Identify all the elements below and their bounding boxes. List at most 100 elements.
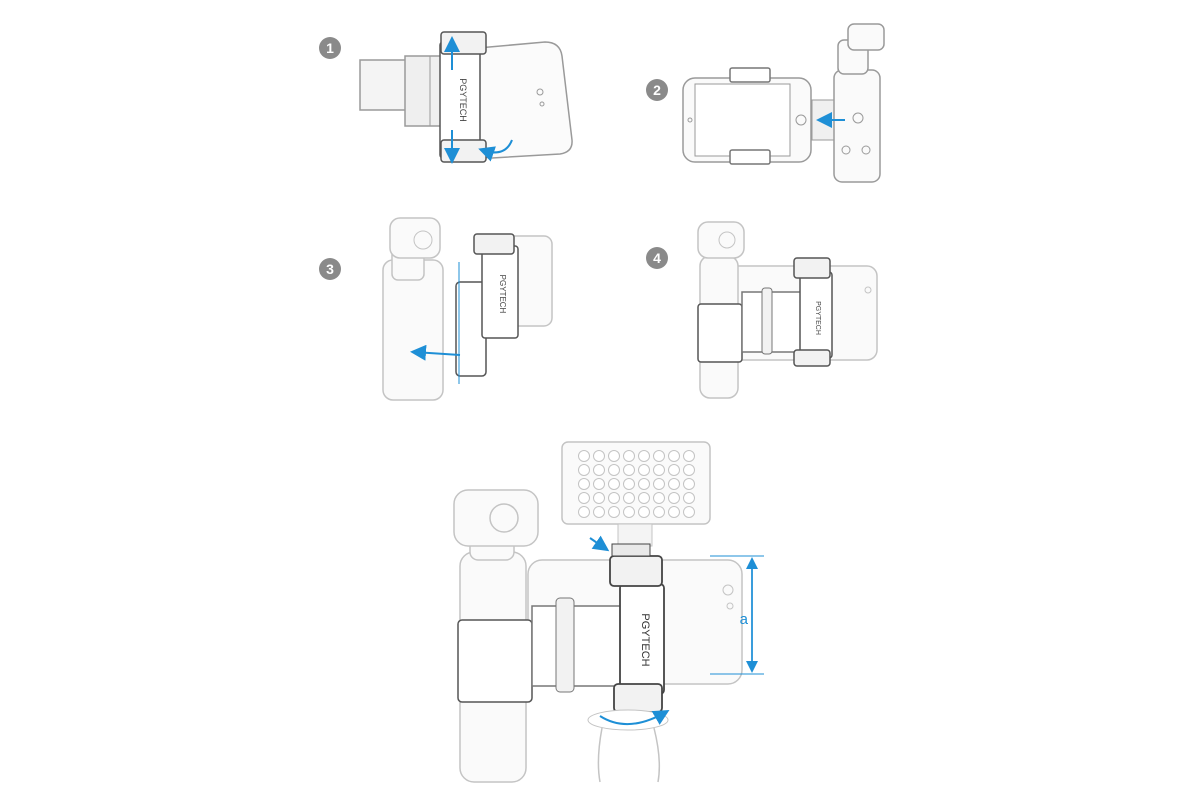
- dimension-label: a: [740, 611, 749, 628]
- gimbal-camera-head: [697, 221, 745, 259]
- led-dot: [653, 492, 665, 504]
- gimbal-joystick: [852, 112, 864, 124]
- step-5-arrow-rotate: [599, 709, 670, 726]
- gimbal-lens: [413, 230, 433, 250]
- phone-screen: [694, 83, 791, 157]
- led-mount: [617, 523, 653, 547]
- phone-body: [477, 41, 573, 159]
- step-5-illustration: PGYTECH a: [453, 441, 764, 783]
- step-5-arrow-mount: [589, 535, 610, 552]
- step-3-arrow-slide: [410, 344, 461, 361]
- led-dot: [668, 492, 680, 504]
- extension-roller: [555, 597, 575, 693]
- step-1-arrow-rotate: [478, 139, 513, 162]
- clamp-top-jaw: [440, 31, 487, 55]
- led-dot: [608, 492, 620, 504]
- mount-sleeve: [457, 619, 533, 703]
- gimbal-handle: [833, 69, 881, 183]
- clamp-bottom-jaw: [613, 683, 663, 713]
- phone-flash: [726, 602, 734, 610]
- led-dot: [608, 450, 620, 462]
- step-1-illustration: PGYTECH: [359, 31, 573, 164]
- step-4-illustration: PGYTECH: [697, 221, 878, 399]
- led-dot: [623, 464, 635, 476]
- step-5-brand-mark: PGYTECH: [639, 613, 651, 666]
- step-1-brand-mark: PGYTECH: [458, 78, 468, 122]
- led-dot: [668, 450, 680, 462]
- led-dot: [683, 492, 695, 504]
- led-dot: [683, 450, 695, 462]
- step-3-brand-mark: PGYTECH: [498, 275, 507, 314]
- led-dot: [683, 478, 695, 490]
- step-1-number: 1: [326, 40, 334, 56]
- led-dot: [578, 464, 590, 476]
- step-3-badge: 3: [319, 258, 341, 280]
- step-3-illustration: PGYTECH: [382, 217, 553, 401]
- led-dot: [653, 506, 665, 518]
- led-dot: [653, 478, 665, 490]
- led-dot: [593, 506, 605, 518]
- led-dot: [578, 506, 590, 518]
- gimbal-lens: [489, 503, 519, 533]
- led-dot: [683, 506, 695, 518]
- led-dot: [608, 464, 620, 476]
- led-dot: [578, 492, 590, 504]
- led-dot: [623, 450, 635, 462]
- mount-sleeve: [697, 303, 743, 363]
- clamp-bottom-jaw: [793, 349, 831, 367]
- step-3-number: 3: [326, 261, 334, 277]
- led-dot: [653, 450, 665, 462]
- led-dot: [683, 464, 695, 476]
- gimbal-button-2: [861, 145, 871, 155]
- led-dot: [638, 464, 650, 476]
- led-dot: [623, 478, 635, 490]
- led-dot-grid: [578, 450, 695, 518]
- clamp-top: [729, 67, 771, 83]
- step-2-badge: 2: [646, 79, 668, 101]
- led-dot: [608, 478, 620, 490]
- phone-camera: [722, 584, 734, 596]
- clamp-extension: [531, 605, 623, 687]
- extension-roller: [761, 287, 773, 355]
- phone-flash: [539, 101, 545, 107]
- led-dot: [623, 492, 635, 504]
- led-dot: [593, 464, 605, 476]
- step-2-number: 2: [653, 82, 661, 98]
- gimbal-button-1: [841, 145, 851, 155]
- step-4-badge: 4: [646, 247, 668, 269]
- step-2-illustration: [682, 23, 885, 183]
- led-dot: [593, 492, 605, 504]
- phone-home-button: [795, 114, 807, 126]
- phone-camera: [536, 88, 544, 96]
- led-dot: [578, 478, 590, 490]
- led-dot: [608, 506, 620, 518]
- tripod-head: [587, 709, 669, 731]
- led-dot: [578, 450, 590, 462]
- clamp-extension-middle: [404, 55, 444, 127]
- gimbal-camera-head: [453, 489, 539, 547]
- clamp-top-jaw: [609, 555, 663, 587]
- gimbal-camera-head: [847, 23, 885, 51]
- clamp-bottom-jaw: [440, 139, 487, 163]
- clamp-top-jaw: [473, 233, 515, 255]
- phone-camera: [864, 286, 872, 294]
- led-dot: [623, 506, 635, 518]
- step-4-brand-mark: PGYTECH: [814, 301, 821, 335]
- led-dot: [668, 478, 680, 490]
- tripod-legs: [597, 727, 661, 783]
- led-dot: [653, 464, 665, 476]
- led-dot: [638, 492, 650, 504]
- led-dot: [668, 464, 680, 476]
- led-dot: [638, 478, 650, 490]
- clamp-extension-left: [359, 59, 411, 111]
- phone-speaker: [687, 117, 693, 123]
- led-dot: [593, 478, 605, 490]
- step-1-badge: 1: [319, 37, 341, 59]
- led-dot: [593, 450, 605, 462]
- clamp-top-jaw: [793, 257, 831, 279]
- led-dot: [668, 506, 680, 518]
- gimbal-handle: [382, 259, 444, 401]
- clamp-bottom: [729, 149, 771, 165]
- led-dot: [638, 450, 650, 462]
